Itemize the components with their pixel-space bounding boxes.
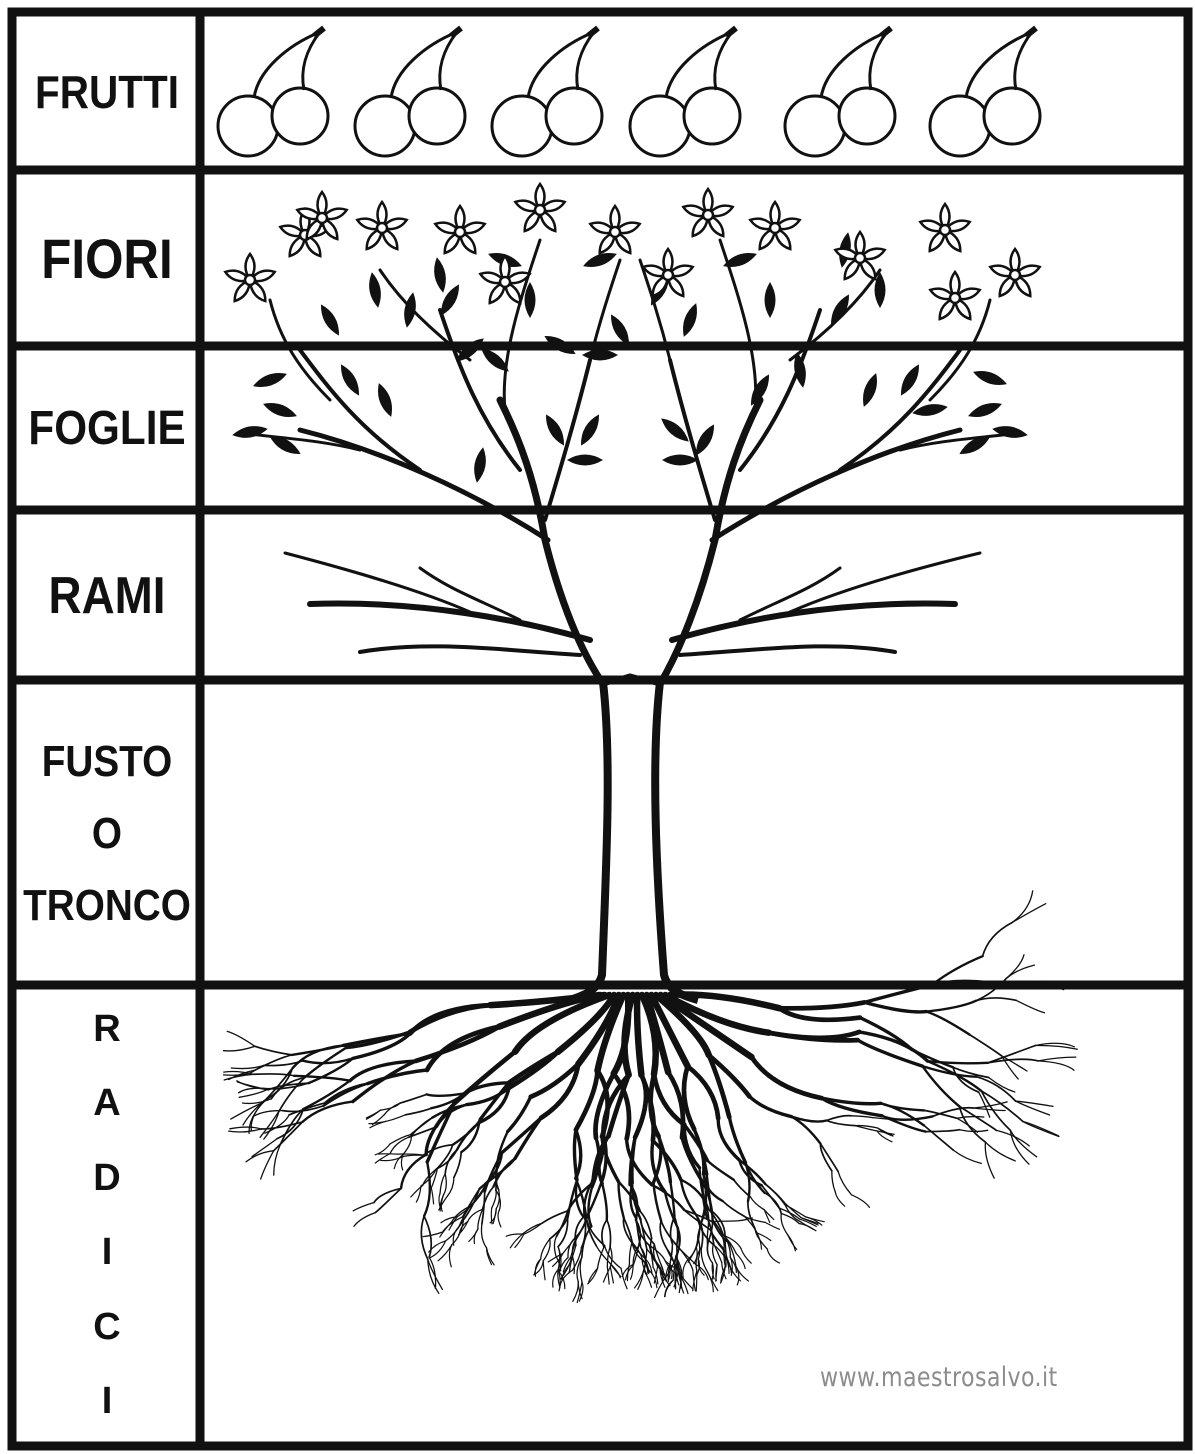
branch [440, 310, 520, 470]
leaf-icon [582, 350, 618, 361]
cherry-pair-icon [218, 28, 328, 156]
leaf-icon [231, 423, 268, 440]
row-label-fiori: FIORI [29, 176, 186, 342]
flower-icon [589, 206, 641, 256]
label-tronco: TRONCO [23, 884, 191, 928]
leaf-icon [374, 381, 397, 419]
cherry-pair-icon [785, 28, 895, 156]
leaf-icon [471, 446, 488, 483]
leaf-icon [966, 399, 1004, 422]
leaf-icon [336, 362, 364, 399]
row-label-foglie: FOGLIE [29, 352, 186, 506]
leaf-icon [251, 369, 289, 392]
leaf-icon [662, 455, 698, 466]
roots-drawing [224, 891, 1078, 1303]
branch [300, 350, 420, 470]
branches-drawing [250, 240, 1010, 684]
label-fusto: FUSTO [42, 740, 173, 784]
flower-icon [434, 206, 486, 256]
leaf-icon [826, 292, 854, 329]
leaf-icon [859, 371, 882, 409]
leaf-icon [991, 423, 1028, 440]
label-o: O [92, 812, 122, 856]
row-label-rami: RAMI [29, 516, 186, 676]
cherries-row [218, 28, 1040, 156]
cherry-pair-icon [492, 28, 602, 156]
leaf-icon [679, 301, 702, 339]
flower-icon [989, 249, 1041, 299]
flower-icon [682, 189, 734, 239]
label-frutti: FRUTTI [35, 69, 179, 115]
branch [672, 603, 955, 640]
label-radici-letter: D [93, 1159, 120, 1197]
cherry-pair-icon [355, 28, 465, 156]
label-fiori: FIORI [41, 231, 172, 287]
branch [310, 603, 590, 640]
leaf-icon [261, 399, 299, 422]
leaf-icon [431, 256, 448, 293]
row-label-fusto: FUSTO O TRONCO [29, 686, 186, 982]
branch [740, 310, 820, 470]
label-rami: RAMI [49, 570, 166, 622]
leaf-icon [567, 455, 603, 466]
label-radici-letter: A [93, 1084, 120, 1122]
flower-icon [919, 204, 971, 254]
branch [360, 646, 580, 655]
watermark-text: www.maestrosalvo.it [820, 1362, 1058, 1393]
label-radici-letter: I [102, 1382, 113, 1420]
label-foglie: FOGLIE [28, 405, 185, 453]
leaf-icon [765, 282, 776, 318]
trunk-drawing [570, 682, 698, 1000]
label-radici-letter: R [93, 1010, 120, 1048]
cherry-pair-icon [930, 28, 1040, 156]
flower-icon [929, 272, 981, 322]
leaf-icon [896, 362, 924, 399]
flowers-drawing [224, 184, 1041, 322]
label-radici-letter: C [93, 1308, 120, 1346]
leaf-icon [366, 271, 383, 308]
row-label-frutti: FRUTTI [29, 18, 186, 166]
leaf-icon [316, 302, 344, 339]
cherry-pair-icon [630, 28, 740, 156]
flower-icon [479, 256, 531, 306]
leaf-icon [971, 367, 1009, 390]
flower-icon [749, 202, 801, 252]
flower-icon [514, 184, 566, 234]
row-label-radici: R A D I C I [18, 1010, 196, 1420]
leaf-icon [541, 412, 569, 449]
leaf-icon [576, 412, 604, 449]
flower-icon [224, 254, 276, 304]
branch [680, 646, 895, 655]
flower-icon [356, 202, 408, 252]
label-radici-letter: I [102, 1233, 113, 1271]
leaf-icon [401, 291, 418, 328]
